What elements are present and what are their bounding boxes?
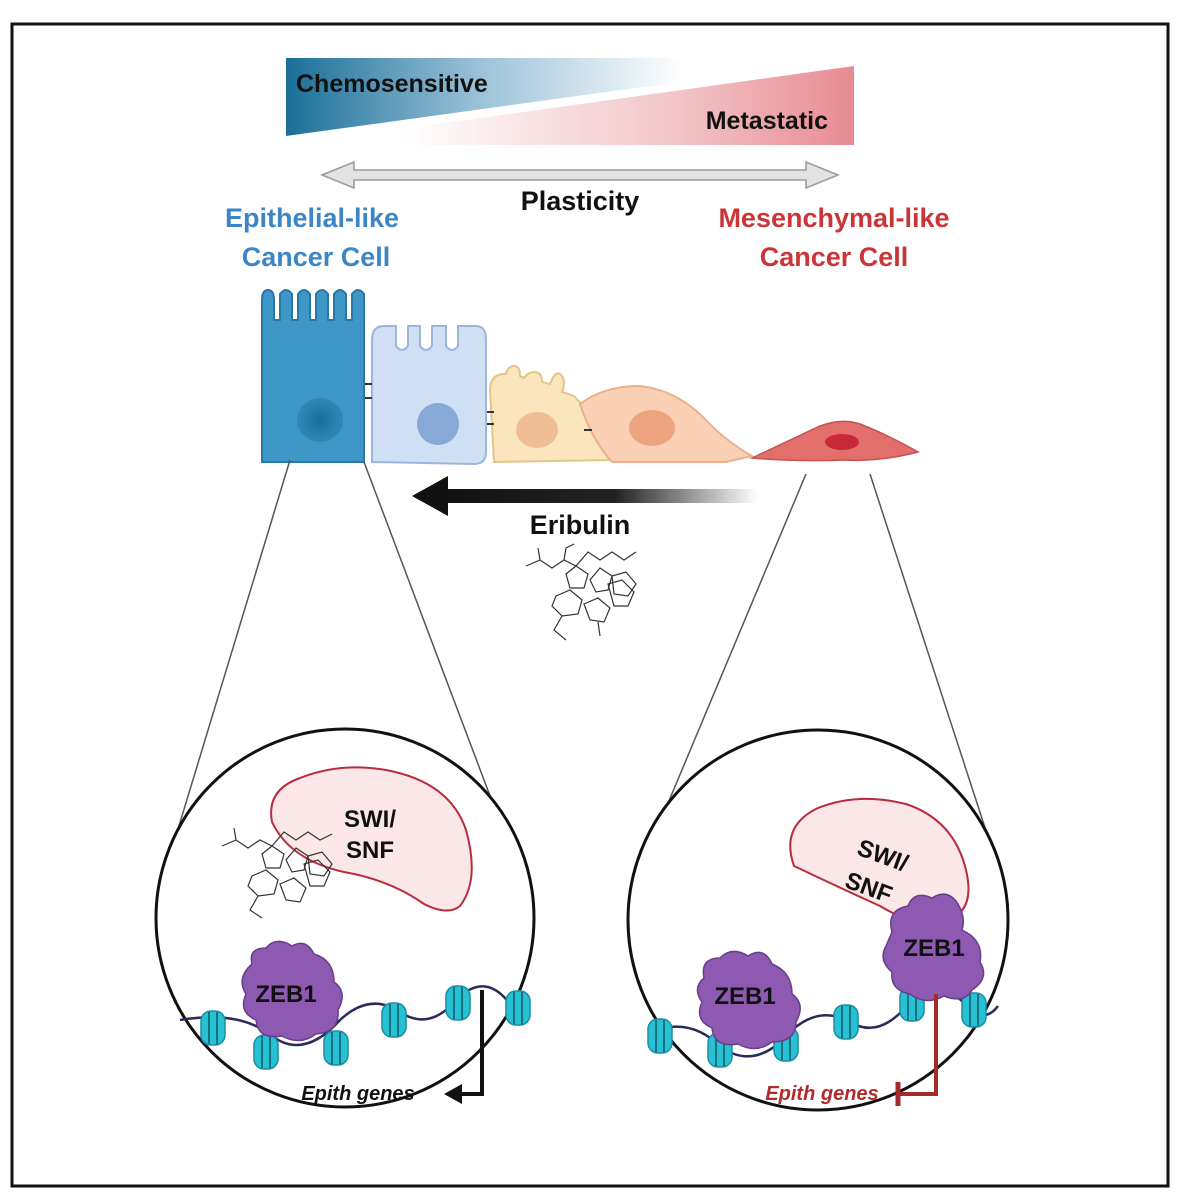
- metastatic-label: Metastatic: [706, 107, 828, 135]
- left-zeb1: [241, 940, 343, 1042]
- left-swi-snf-line1: SWI/: [344, 806, 396, 833]
- right-zoom-circle: SWI/ SNF ZEB1 ZEB1 Epith genes: [626, 728, 1010, 1112]
- repression-arrow: [895, 994, 938, 1106]
- epithelial-nucleus: [297, 398, 343, 442]
- transitional-cell-1: [371, 325, 487, 466]
- right-nucleosome-4: [833, 1004, 859, 1040]
- transitional-nucleus-2: [516, 412, 558, 448]
- plasticity-label: Plasticity: [521, 186, 640, 216]
- right-zeb1-b-label: ZEB1: [903, 935, 964, 962]
- right-zeb1-a: [696, 950, 801, 1050]
- left-nucleosome-3: [323, 1030, 349, 1066]
- eribulin-arrow: [412, 476, 758, 516]
- left-nucleosome-4: [381, 1002, 407, 1038]
- chemosensitive-label: Chemosensitive: [296, 70, 488, 98]
- swi-snf-complex: [270, 766, 473, 912]
- left-nucleosome-2: [253, 1034, 279, 1070]
- transitional-nucleus-1: [417, 403, 459, 445]
- activation-arrow: [444, 990, 484, 1104]
- left-zeb1-label: ZEB1: [255, 981, 316, 1008]
- right-zeb1-b: [882, 893, 985, 1002]
- mesenchymal-title-line1: Mesenchymal-like: [718, 203, 949, 233]
- left-nucleosome-6: [505, 990, 531, 1026]
- mesenchymal-title-line2: Cancer Cell: [760, 242, 909, 272]
- eribulin-structure-icon: [525, 543, 637, 641]
- right-zeb1-a-label: ZEB1: [714, 983, 775, 1010]
- eribulin-label: Eribulin: [530, 510, 631, 540]
- epithelial-title-line2: Cancer Cell: [242, 242, 391, 272]
- emt-cell-series: [261, 288, 920, 466]
- right-nucleosome-1: [647, 1018, 673, 1054]
- right-epith-genes-label: Epith genes: [765, 1083, 878, 1105]
- left-swi-snf-line2: SNF: [346, 837, 394, 864]
- transitional-cell-3: [578, 384, 755, 463]
- figure-frame: [10, 22, 1170, 1188]
- left-zoom-circle: SWI/ SNF ZEB1 Epith genes: [154, 727, 536, 1109]
- transitional-cell-2: [488, 364, 614, 464]
- transitional-nucleus-3: [629, 410, 675, 446]
- left-epith-genes-label: Epith genes: [301, 1083, 414, 1105]
- mesenchymal-cell: [749, 420, 920, 462]
- plasticity-double-arrow: [320, 160, 840, 190]
- left-nucleosome-1: [200, 1010, 226, 1046]
- sensitivity-gradient-bar: Chemosensitive Metastatic: [286, 58, 854, 145]
- mesenchymal-nucleus: [825, 434, 859, 450]
- right-swi-snf-complex: [789, 797, 970, 924]
- eribulin-bound-icon: [221, 827, 333, 919]
- chemosensitive-wedge: [286, 58, 854, 136]
- right-nucleosome-6: [961, 992, 987, 1028]
- metastatic-wedge: [286, 66, 854, 145]
- left-nucleosome-5: [445, 985, 471, 1021]
- epithelial-cell: [261, 288, 365, 463]
- epithelial-title-line1: Epithelial-like: [225, 203, 399, 233]
